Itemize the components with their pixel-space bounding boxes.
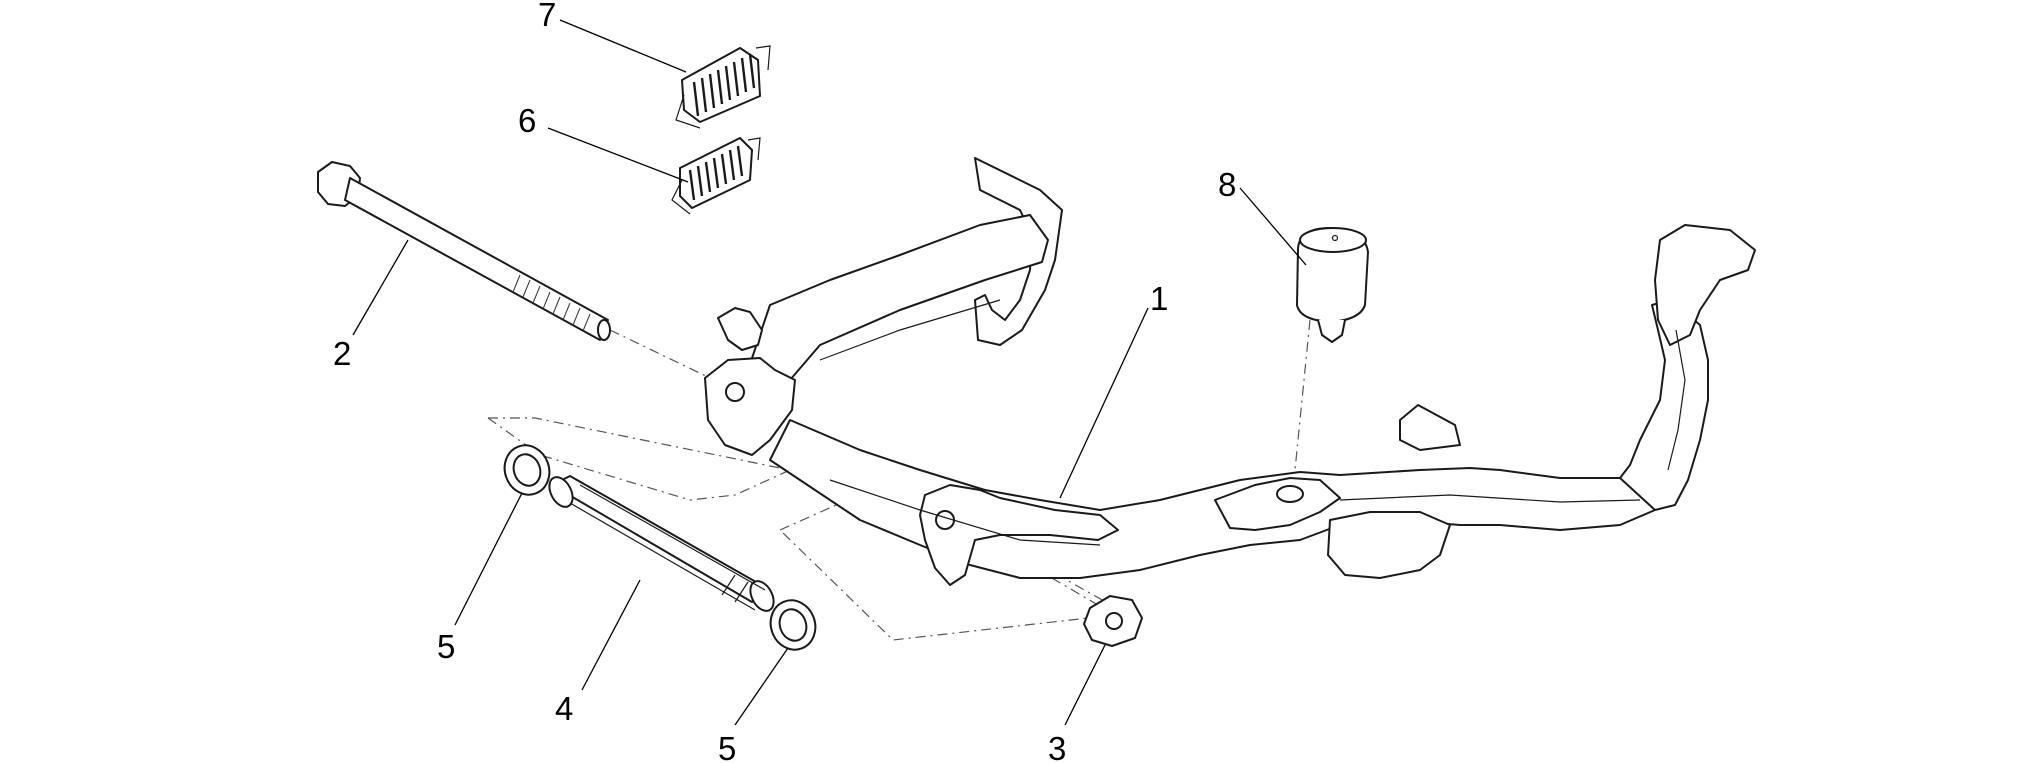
tube-end-left [548,476,574,508]
upper-arm [747,214,1049,401]
main-tube [769,419,1656,579]
buffer-vent [1331,234,1339,242]
large-spring-body [681,47,761,123]
callout-7: 7 [538,0,556,33]
right-pivot-plate [919,484,1119,586]
small-return-spring[interactable] [671,137,761,215]
leader-3 [1064,644,1106,726]
right-foot-pedal [1654,224,1756,346]
spacer-tube[interactable] [545,473,779,615]
pivot-bolt[interactable] [317,161,611,341]
center-lug [1327,511,1451,579]
bolt-thread [512,274,591,332]
leader-2 [352,239,409,336]
tube-contour-right [1339,494,1641,503]
tube-end-right [749,580,775,612]
callout-4: 4 [555,690,573,727]
left-pivot-hole [725,382,745,402]
large-spring-coils [692,53,756,117]
callouts: 1 2 3 4 5 5 6 7 8 [333,0,1236,763]
center-top-tab [1399,404,1461,451]
tube-body [551,475,771,603]
leader-7 [559,19,687,73]
washer-right[interactable] [764,594,822,656]
leader-5a [454,492,523,626]
leader-8 [1239,187,1307,266]
bolt-tip [597,319,611,341]
center-bracket [1214,477,1341,531]
upper-arm-contour [819,299,1001,361]
callout-1: 1 [1150,280,1168,317]
leader-lines [352,19,1307,726]
callout-8: 8 [1218,166,1236,203]
washer-left-inner [512,453,542,487]
rubber-stop-buffer[interactable] [1296,227,1369,343]
leader-4 [581,579,641,691]
leader-6 [547,127,689,183]
callout-5a: 5 [437,628,455,665]
upright-contour [1667,329,1686,471]
callout-6: 6 [518,102,536,139]
washer-left[interactable] [498,439,556,501]
bolt-shank [344,177,609,341]
spring-pin [717,307,763,351]
center-stand[interactable] [704,157,1756,586]
callout-2: 2 [333,335,351,372]
large-return-spring[interactable] [675,45,771,129]
callout-5b: 5 [718,730,736,763]
left-washer-axis-frame [488,417,792,501]
bracket-hole [1276,485,1304,503]
tube-groove [569,484,766,611]
washer-right-inner [778,608,808,642]
buffer-axis-line [1294,319,1311,471]
small-spring-hooks [671,137,761,215]
leader-1 [1059,307,1149,499]
left-pivot-plate [704,357,796,456]
small-spring-coils [688,145,744,201]
callout-3: 3 [1048,730,1066,763]
leader-5b [734,647,789,726]
nut-bore [1105,612,1123,630]
tube-contour-lower [829,479,1101,546]
buffer-stem [1317,319,1346,343]
large-spring-hooks [675,45,771,129]
lock-nut[interactable] [1083,595,1143,647]
